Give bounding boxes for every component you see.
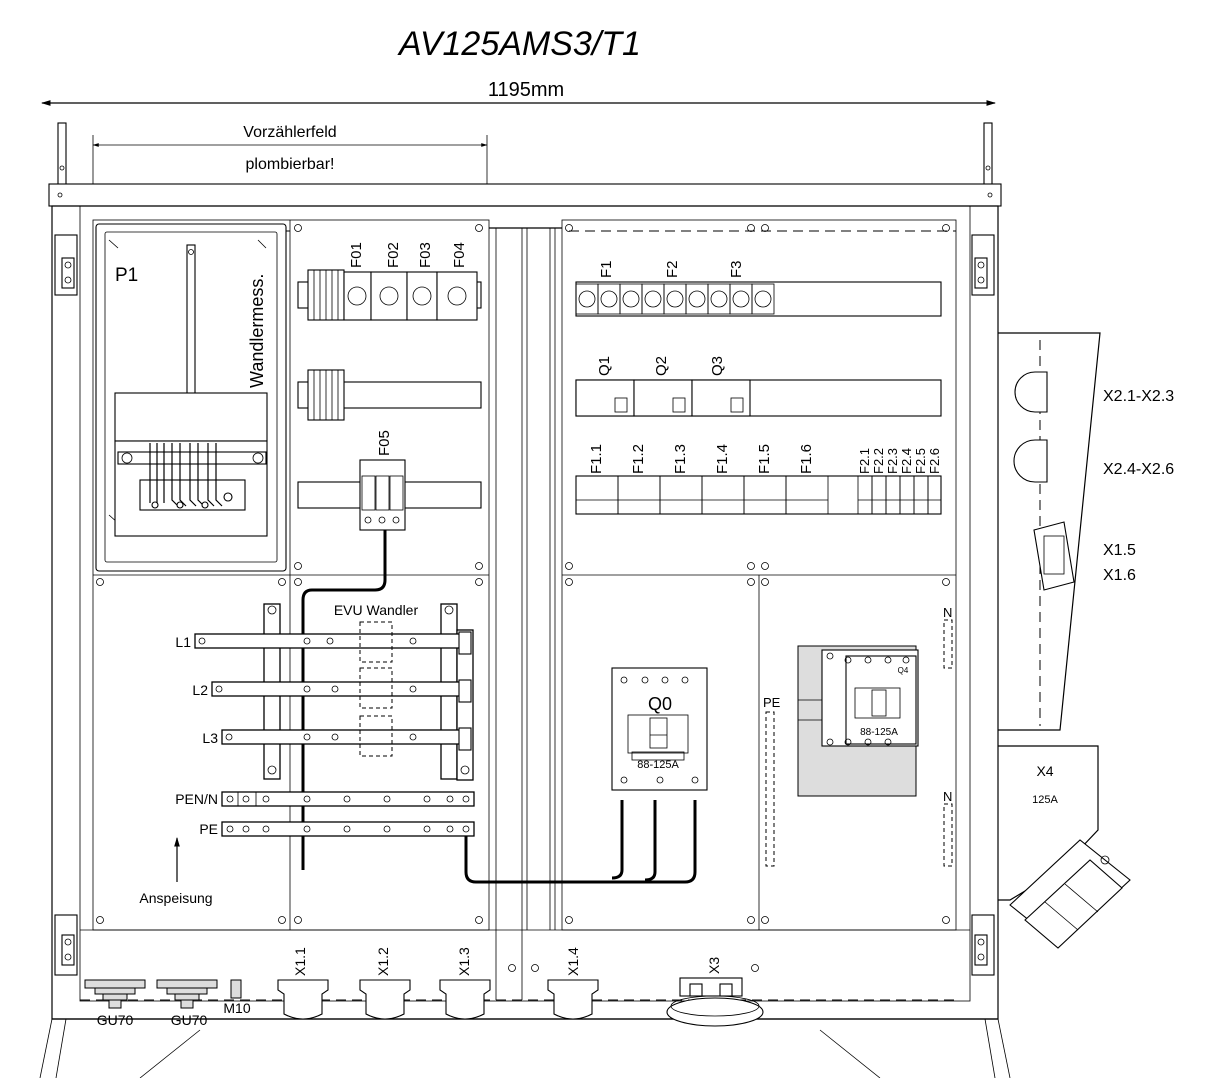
breaker-q4-assembly xyxy=(797,645,919,797)
rcd-label-q3: Q3 xyxy=(709,356,726,376)
socket-label-x2-4: X2.4-X2.6 xyxy=(1103,461,1174,478)
fuse-label-f03: F03 xyxy=(417,242,434,268)
pre-meter-fuse-rail xyxy=(297,269,482,321)
surge-label: F05 xyxy=(376,430,393,456)
fuse-label-f2: F2 xyxy=(664,260,681,278)
pe-rail-label: PE xyxy=(763,695,781,710)
evu-transformer-1 xyxy=(359,621,393,663)
gland-label-m10: M10 xyxy=(223,1000,250,1016)
meter-label: Wandlermess. xyxy=(247,274,267,388)
n-rail-upper-label: N xyxy=(943,605,952,620)
conductor-label-pen: PEN/N xyxy=(175,791,218,807)
main-breaker-q0 xyxy=(611,667,708,791)
mcb-label-f2-6: F2.6 xyxy=(927,448,942,474)
mcb-label-f2-4: F2.4 xyxy=(899,448,914,474)
mcb-label-f2-2: F2.2 xyxy=(871,448,886,474)
fuse-label-f04: F04 xyxy=(451,242,468,268)
outlet-label-x3: X3 xyxy=(706,957,722,974)
panel-screws xyxy=(96,224,950,924)
rcd-label-q2: Q2 xyxy=(653,356,670,376)
conductor-label-pe: PE xyxy=(199,821,218,837)
conductor-label-l3: L3 xyxy=(202,730,218,746)
rcd-rail xyxy=(575,379,942,417)
busbar-assembly xyxy=(194,603,475,837)
mcb-rail xyxy=(575,475,942,515)
breaker-q4-id: Q4 xyxy=(898,666,909,675)
mcb-label-f1-6: F1.6 xyxy=(798,444,815,474)
main-fuse-rail xyxy=(575,281,942,317)
gland-label-1: GU70 xyxy=(97,1012,134,1028)
mcb-label-f2-1: F2.1 xyxy=(857,448,872,474)
mounting-panels xyxy=(80,219,970,1000)
surge-earth-wire xyxy=(301,530,387,870)
socket-label-x2-1: X2.1-X2.3 xyxy=(1103,388,1174,405)
cable-glands xyxy=(84,979,242,1009)
side-socket-housing xyxy=(998,332,1101,731)
rcd-label-q1: Q1 xyxy=(596,356,613,376)
pe-rail xyxy=(765,711,775,867)
pre-meter-label: Vorzählerfeld xyxy=(243,124,336,141)
feed-label: Anspeisung xyxy=(139,890,212,906)
x4-socket-housing xyxy=(998,745,1131,949)
mcb-label-f1-5: F1.5 xyxy=(756,444,773,474)
cabinet-roof xyxy=(48,183,1002,207)
fuse-label-f3: F3 xyxy=(728,260,745,278)
outlet-label-x1-2: X1.2 xyxy=(375,947,391,976)
breaker-q0-id: Q0 xyxy=(648,694,672,714)
mcb-label-f2-3: F2.3 xyxy=(885,448,900,474)
meter-id: P1 xyxy=(115,265,138,286)
outlet-label-x1-3: X1.3 xyxy=(456,947,472,976)
bottom-outlets xyxy=(277,964,764,1027)
lifting-eyes xyxy=(57,122,993,186)
n-rail-upper xyxy=(943,619,953,669)
fuse-label-f01: F01 xyxy=(348,242,365,268)
cabinet-legs xyxy=(39,1018,1011,1078)
mcb-label-f1-1: F1.1 xyxy=(588,444,605,474)
diagram-title: AV125AMS3/T1 xyxy=(397,25,641,63)
terminal-rail xyxy=(297,369,482,421)
sealable-label: plombierbar! xyxy=(246,156,335,173)
n-rail-lower xyxy=(943,803,953,867)
socket-label-x1-6: X1.6 xyxy=(1103,567,1136,584)
outlet-label-x1-4: X1.4 xyxy=(565,947,581,976)
fuse-label-f1: F1 xyxy=(598,260,615,278)
mcb-label-f1-3: F1.3 xyxy=(672,444,689,474)
transformer-label: EVU Wandler xyxy=(334,602,419,618)
meter-box xyxy=(95,223,287,572)
mcb-label-f2-5: F2.5 xyxy=(913,448,928,474)
n-rail-lower-label: N xyxy=(943,789,952,804)
x4-label: X4 xyxy=(1036,763,1053,779)
gland-label-2: GU70 xyxy=(171,1012,208,1028)
conductor-label-l2: L2 xyxy=(192,682,208,698)
mcb-label-f1-4: F1.4 xyxy=(714,444,731,474)
door-hinges xyxy=(54,234,995,976)
fuse-label-f02: F02 xyxy=(385,242,402,268)
conductor-label-l1: L1 xyxy=(175,634,191,650)
breaker-q0-rating: 88-125A xyxy=(637,759,679,771)
door-outline xyxy=(80,230,960,1001)
mcb-label-f1-2: F1.2 xyxy=(630,444,647,474)
evu-transformer-3 xyxy=(359,715,393,757)
breaker-q4-rating: 88-125A xyxy=(860,727,898,738)
surge-protector xyxy=(297,459,482,531)
x4-rating: 125A xyxy=(1032,794,1058,806)
outlet-label-x1-1: X1.1 xyxy=(292,947,308,976)
main-feed-cable xyxy=(464,800,697,884)
evu-transformer-2 xyxy=(359,667,393,709)
width-dimension-label: 1195mm xyxy=(488,79,564,101)
socket-label-x1-5: X1.5 xyxy=(1103,542,1136,559)
